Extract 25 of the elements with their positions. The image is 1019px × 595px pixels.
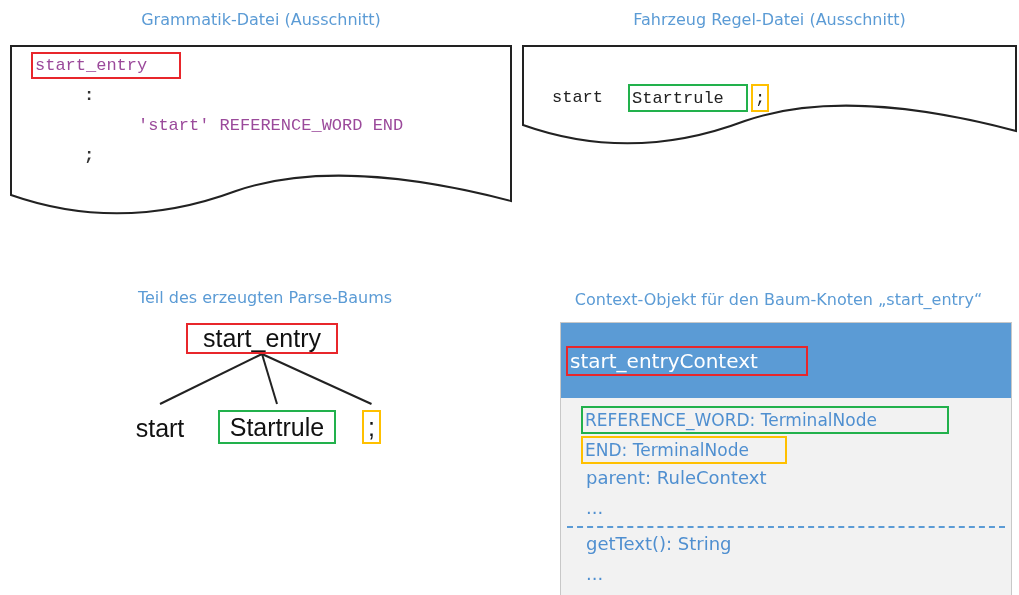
code-line: 'start' REFERENCE_WORD END xyxy=(138,116,404,135)
code-line: start xyxy=(552,88,603,107)
section-heading: Teil des erzeugten Parse-Baums xyxy=(136,288,394,307)
tree-leaf: start xyxy=(128,410,192,446)
tree-branch xyxy=(159,353,263,405)
class-name: start_entryContext xyxy=(566,346,808,376)
tree-branch xyxy=(261,353,278,405)
tree-leaf: Startrule xyxy=(218,410,336,444)
section-heading: Grammatik-Datei (Ausschnitt) xyxy=(140,10,382,29)
highlighted-code: Startrule xyxy=(628,84,748,112)
highlighted-code: ; xyxy=(751,84,769,112)
section-heading: Fahrzeug Regel-Datei (Ausschnitt) xyxy=(632,10,907,29)
tree-branch xyxy=(261,353,373,405)
ellipsis: ... xyxy=(586,563,604,584)
tree-node: start_entry xyxy=(186,323,338,354)
highlighted-code: start_entry xyxy=(31,52,181,79)
code-line: : xyxy=(84,86,95,105)
class-field: parent: RuleContext xyxy=(586,467,767,488)
ellipsis: ... xyxy=(586,497,604,518)
class-method: getText(): String xyxy=(586,533,732,554)
tree-leaf: ; xyxy=(362,410,381,444)
section-heading: Context-Objekt für den Baum-Knoten „start_entry“ xyxy=(573,290,984,309)
class-field: END: TerminalNode xyxy=(581,436,787,464)
class-field: REFERENCE_WORD: TerminalNode xyxy=(581,406,949,434)
code-line: ; xyxy=(84,146,95,165)
